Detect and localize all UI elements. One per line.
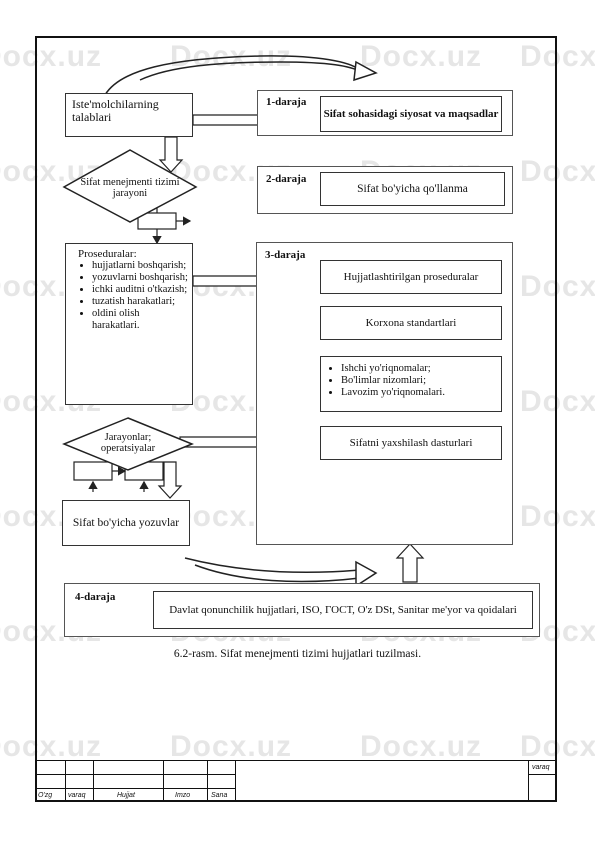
state-regulations-box: Davlat qonunchilik hujjatlari, ISO, ГОСТ… (153, 591, 533, 629)
bottom-curved-arrow (194, 564, 361, 583)
watermark-text: Docx.uz (520, 730, 595, 763)
col-hujjat: Hujjat (117, 792, 135, 799)
requirements-text: Iste'molchilarning talablari (72, 97, 159, 124)
procedures-list: hujjatlarni boshqarish;yozuvlarni boshqa… (70, 260, 188, 332)
level-1-label: 1-daraja (266, 96, 307, 108)
requirements-box: Iste'molchilarning talablari (65, 93, 193, 137)
process-diamond-shape (62, 149, 198, 223)
level-4-label: 4-daraja (75, 591, 116, 603)
enterprise-standards-box: Korxona standartlari (320, 306, 502, 340)
figure-caption: 6.2-rasm. Sifat menejmenti tizimi hujjat… (173, 648, 422, 660)
watermark-text: Docx.uz (170, 730, 293, 763)
quality-manual-box: Sifat bo'yicha qo'llanma (320, 172, 505, 206)
procedures-heading: Proseduralar: (78, 248, 137, 260)
col-imzo: Imzo (175, 792, 191, 799)
watermark-text: Docx.uz (0, 40, 103, 73)
watermark-text: Docx.uz (360, 40, 483, 73)
level-3-label: 3-daraja (265, 249, 306, 261)
procedure-item: yozuvlarni boshqarish; (92, 272, 188, 284)
policy-box: Sifat sohasidagi siyosat va maqsadlar (320, 96, 502, 132)
top-arrow-head (353, 60, 378, 82)
col-sana: Sana (211, 792, 228, 799)
improvement-programs-box: Sifatni yaxshilash dasturlari (320, 426, 502, 460)
level4-up-arrow (395, 543, 425, 583)
operation-node-box-1 (73, 461, 113, 481)
watermark-text: Docx.uz (0, 730, 103, 763)
operations-diamond-label: Jarayonlar; operatsiyalar (100, 432, 156, 454)
instruction-item: Lavozim yo'riqnomalari. (341, 387, 499, 399)
watermark-text: Docx.uz (520, 500, 595, 533)
level-2-label: 2-daraja (266, 173, 307, 185)
watermark-text: Docx.uz (520, 385, 595, 418)
bottom-arrow-head (355, 560, 378, 588)
col-varaq: varaq (68, 792, 86, 799)
sheet-label: varaq (532, 764, 550, 771)
procedure-item: hujjatlarni boshqarish; (92, 260, 188, 272)
procedure-item: tuzatish harakatlari; (92, 296, 188, 308)
process-diamond-label: Sifat menejmenti tizimi jarayoni (80, 177, 180, 199)
procedure-item: ichki auditni o'tkazish; (92, 284, 188, 296)
records-box: Sifat bo'yicha yozuvlar (62, 500, 190, 546)
watermark-text: Docx.uz (520, 270, 595, 303)
instruction-item: Bo'limlar nizomlari; (341, 375, 499, 387)
page-frame (35, 36, 557, 802)
operations-diamond-shape (62, 417, 194, 471)
instructions-list: Ishchi yo'riqnomalar;Bo'limlar nizomlari… (323, 363, 499, 399)
col-ozg: O'zg (38, 792, 53, 799)
documented-procedures-box: Hujjatlashtirilgan proseduralar (320, 260, 502, 294)
procedures-box: Proseduralar: hujjatlarni boshqarish;yoz… (65, 243, 193, 405)
watermark-text: Docx.uz (520, 155, 595, 188)
procedure-item: oldini olish harakatlari. (92, 308, 188, 332)
operations-to-records-arrow (157, 461, 183, 499)
watermark-text: Docx.uz (520, 40, 595, 73)
instruction-item: Ishchi yo'riqnomalar; (341, 363, 499, 375)
title-block: O'zg varaq Hujjat Imzo Sana varaq (35, 760, 557, 802)
req-to-process-arrow (158, 136, 184, 173)
watermark-text: Docx.uz (360, 730, 483, 763)
instructions-list-box: Ishchi yo'riqnomalar;Bo'limlar nizomlari… (320, 356, 502, 412)
top-curved-arrow (104, 55, 361, 96)
